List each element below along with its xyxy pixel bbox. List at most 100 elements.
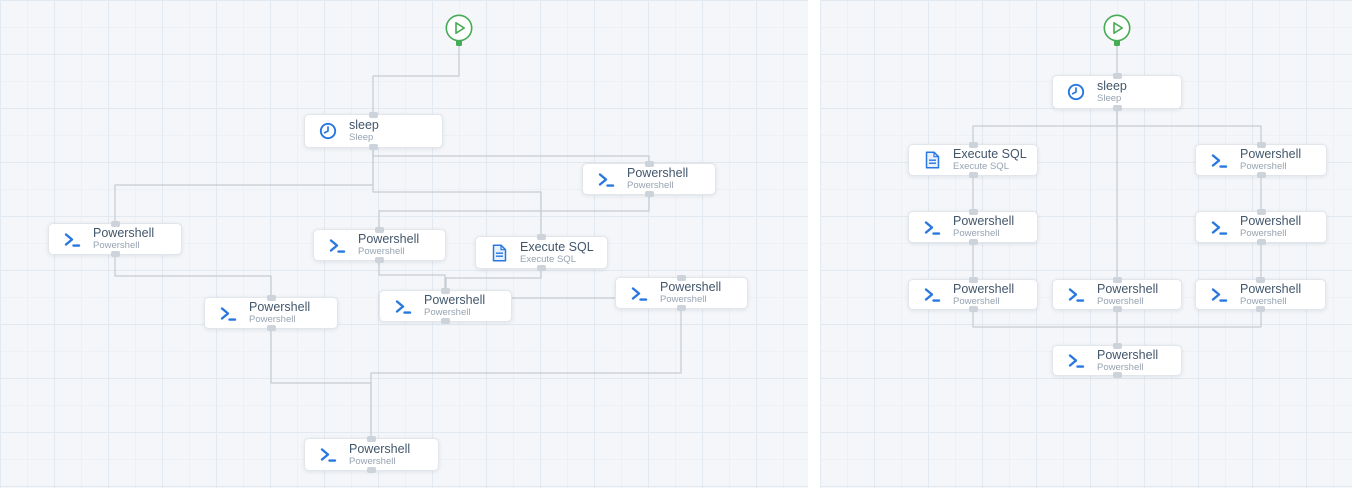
node-title: Powershell: [953, 281, 1015, 296]
output-port[interactable]: [369, 144, 378, 150]
node-title: Powershell: [1240, 147, 1302, 162]
input-port[interactable]: [375, 227, 384, 233]
node-title: Powershell: [953, 214, 1015, 229]
node-title: Powershell: [1240, 214, 1302, 229]
output-port[interactable]: [266, 325, 276, 331]
node-subtitle: Powershell: [660, 294, 707, 306]
output-port[interactable]: [1112, 105, 1122, 111]
node-subtitle: Powershell: [953, 295, 1000, 307]
input-port[interactable]: [110, 221, 120, 227]
output-port[interactable]: [644, 191, 654, 197]
node-subtitle: Powershell: [349, 455, 396, 467]
terminal-icon: [318, 447, 338, 462]
input-port[interactable]: [1112, 343, 1122, 349]
input-port[interactable]: [369, 112, 378, 118]
output-port[interactable]: [968, 239, 978, 245]
output-port[interactable]: [441, 318, 450, 324]
node-subtitle: Execute SQL: [520, 253, 576, 265]
output-port[interactable]: [1114, 40, 1120, 46]
node-subtitle: Powershell: [249, 314, 296, 326]
input-port[interactable]: [677, 275, 686, 281]
terminal-icon: [393, 299, 413, 314]
input-port[interactable]: [1256, 142, 1266, 148]
input-port[interactable]: [968, 209, 978, 215]
node-subtitle: Execute SQL: [953, 161, 1009, 173]
node-title: Powershell: [627, 166, 689, 181]
node-subtitle: Powershell: [1240, 228, 1287, 240]
node-subtitle: Powershell: [1240, 161, 1287, 173]
output-port[interactable]: [110, 251, 120, 257]
connector-lines: [972, 42, 1262, 345]
node-title: Powershell: [1097, 281, 1159, 296]
terminal-icon: [1209, 220, 1229, 235]
terminal-icon: [62, 232, 82, 247]
terminal-icon: [1209, 153, 1229, 168]
input-port[interactable]: [1112, 73, 1122, 79]
input-port[interactable]: [1256, 209, 1266, 215]
output-port[interactable]: [677, 305, 686, 311]
node-title: Execute SQL: [953, 147, 1027, 162]
terminal-icon: [218, 306, 238, 321]
output-port[interactable]: [1256, 306, 1265, 312]
terminal-icon: [327, 238, 347, 253]
output-port[interactable]: [1112, 306, 1122, 312]
node-subtitle: Powershell: [358, 246, 405, 258]
output-port[interactable]: [1256, 239, 1266, 245]
node-title: Powershell: [93, 226, 155, 241]
terminal-icon: [1209, 287, 1229, 302]
start-node[interactable]: [445, 14, 473, 46]
output-port[interactable]: [968, 306, 978, 312]
start-node[interactable]: [1103, 14, 1131, 46]
output-port[interactable]: [537, 265, 546, 271]
clock-icon: [318, 122, 338, 140]
input-port[interactable]: [968, 142, 978, 148]
clock-icon: [1066, 83, 1086, 101]
node-title: Powershell: [358, 232, 420, 247]
input-port[interactable]: [1112, 277, 1122, 283]
file-icon: [489, 243, 509, 262]
input-port[interactable]: [1256, 277, 1265, 283]
input-port[interactable]: [644, 161, 654, 167]
output-port[interactable]: [456, 40, 462, 46]
input-port[interactable]: [537, 234, 546, 240]
node-subtitle: Powershell: [93, 240, 140, 252]
terminal-icon: [629, 286, 649, 301]
terminal-icon: [922, 287, 942, 302]
node-subtitle: Powershell: [424, 307, 471, 319]
output-port[interactable]: [968, 172, 978, 178]
node-title: Powershell: [424, 293, 486, 308]
input-port[interactable]: [367, 436, 376, 442]
input-port[interactable]: [441, 288, 450, 294]
output-port[interactable]: [375, 257, 384, 263]
input-port[interactable]: [266, 295, 276, 301]
terminal-icon: [1066, 353, 1086, 368]
terminal-icon: [1066, 287, 1086, 302]
input-port[interactable]: [968, 277, 978, 283]
output-port[interactable]: [1256, 172, 1266, 178]
output-port[interactable]: [367, 467, 376, 473]
file-icon: [922, 151, 942, 169]
node-subtitle: Powershell: [1097, 361, 1144, 373]
output-port[interactable]: [1112, 372, 1122, 378]
node-title: Powershell: [249, 300, 311, 315]
